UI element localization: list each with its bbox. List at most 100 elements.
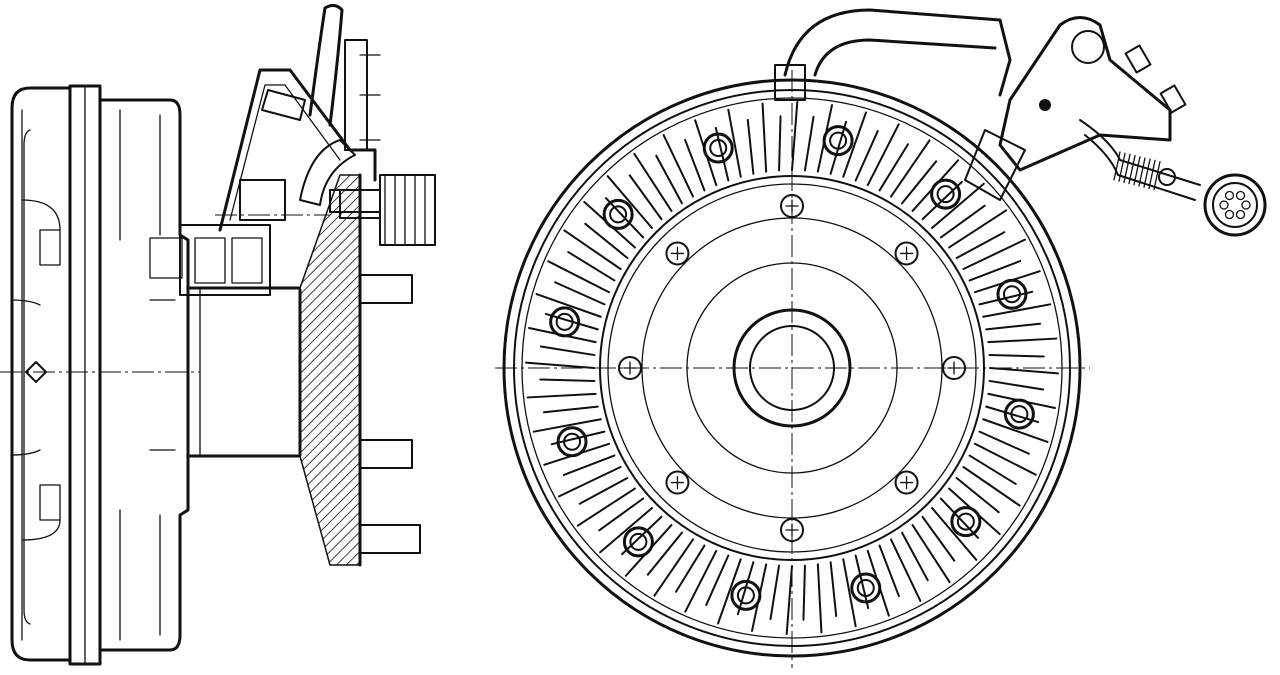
stud-1: [359, 274, 413, 304]
speed-sensor-gear: [329, 174, 436, 246]
side-hose-lower: [299, 139, 356, 206]
outer-bolt: [556, 426, 588, 458]
stud-3: [359, 524, 421, 554]
cooling-fin: [816, 563, 823, 634]
cooling-fin: [785, 565, 793, 635]
spring-coil: [1143, 158, 1151, 188]
housing-inner-rib: [119, 109, 161, 641]
housing-wave-contour: [21, 199, 176, 541]
cooling-fin: [978, 430, 1030, 455]
cooling-fin: [890, 538, 922, 602]
cooling-fin: [962, 466, 1021, 507]
cooling-fin: [599, 507, 653, 554]
spring-coil: [1128, 154, 1136, 185]
connector-pin: [1235, 190, 1246, 201]
inner-hole: [665, 470, 690, 495]
clutch-housing-outline: [98, 98, 190, 652]
cooling-fin: [655, 154, 683, 205]
cooling-fin: [633, 152, 673, 212]
inner-hole-cross: [670, 246, 685, 261]
cooling-fin: [939, 204, 986, 239]
cooling-fin: [746, 118, 755, 175]
cooling-fin: [931, 507, 978, 561]
inner-hole-cross: [899, 246, 914, 261]
spring-coil: [1153, 160, 1161, 191]
spring-coil: [1113, 151, 1121, 181]
cooling-fin: [901, 160, 938, 205]
sensor-connector-block: [179, 224, 271, 296]
cooling-fin: [684, 138, 706, 192]
side-bracket-arm-inner: [229, 84, 341, 221]
cooling-fin: [539, 345, 596, 357]
connector-pin: [1224, 209, 1235, 220]
fan-drum-inner-contour: [21, 109, 31, 641]
outer-bolt: [950, 506, 982, 538]
outer-bolt: [702, 132, 734, 164]
cooling-fin: [547, 260, 611, 294]
cooling-fin: [911, 524, 951, 584]
outer-bolt: [549, 306, 581, 338]
spring-coil: [1138, 157, 1146, 187]
cooling-fin: [646, 531, 683, 576]
side-elevation-view: [0, 3, 436, 666]
cable-grommet: [1158, 168, 1176, 186]
cooling-fin: [675, 544, 706, 593]
sensor-connector-body: [1203, 173, 1267, 237]
bracket-hole: [1071, 30, 1105, 64]
cooling-fin: [988, 354, 1045, 358]
cooling-fin: [982, 303, 1052, 318]
spring-coil: [1133, 156, 1141, 186]
cooling-fin: [988, 379, 1045, 391]
cooling-fin: [769, 564, 781, 621]
cooling-fin: [791, 101, 799, 171]
hub-shaft: [186, 286, 302, 458]
outer-bolt: [602, 198, 634, 230]
cooling-fin: [955, 477, 1000, 514]
side-bracket-tabs: [359, 54, 381, 141]
mounting-flange-outline: [298, 173, 362, 567]
cooling-fin: [989, 367, 1059, 375]
connector-detail-left: [194, 237, 226, 284]
cooling-fin: [562, 454, 616, 476]
cooling-fin: [842, 558, 857, 628]
inner-hole-cross: [670, 475, 685, 490]
cooling-fin: [628, 174, 663, 221]
housing-pocket-upper: [39, 229, 61, 266]
outer-bolt: [996, 278, 1028, 310]
cooling-fin: [962, 238, 1026, 270]
cooling-fin: [705, 554, 730, 606]
cooling-fin: [662, 134, 694, 198]
spring-coil: [1118, 152, 1126, 182]
cooling-fin: [576, 487, 636, 527]
cooling-fin: [982, 418, 1049, 443]
cooling-fin: [761, 102, 768, 173]
inner-hole-cross: [899, 475, 914, 490]
outer-bolt: [622, 526, 654, 558]
front-elevation-view: [495, 8, 1267, 668]
cooling-fin: [985, 322, 1042, 331]
cooling-fin: [526, 392, 597, 399]
cooling-fin: [802, 564, 806, 621]
cooling-fin: [598, 497, 645, 532]
cooling-fin: [973, 442, 1037, 476]
cooling-fin: [901, 531, 929, 582]
centerline-marker: [25, 361, 47, 383]
cooling-fin: [948, 209, 1008, 249]
side-hose-clamp: [261, 89, 306, 121]
side-hose: [308, 3, 344, 127]
cooling-fin: [542, 405, 599, 414]
spring-coil: [1148, 159, 1156, 190]
cooling-fin: [684, 549, 718, 613]
connector-pin: [1219, 200, 1229, 210]
outer-bolt-ring: [549, 125, 1035, 611]
cooling-fin: [955, 231, 1006, 259]
cooling-fin: [727, 108, 742, 178]
cooling-fin: [578, 477, 629, 505]
cooling-fin: [653, 538, 694, 597]
cooling-fin: [931, 182, 985, 229]
inner-hole: [665, 241, 690, 266]
cooling-fin: [968, 454, 1017, 485]
cooling-fin: [563, 229, 622, 270]
